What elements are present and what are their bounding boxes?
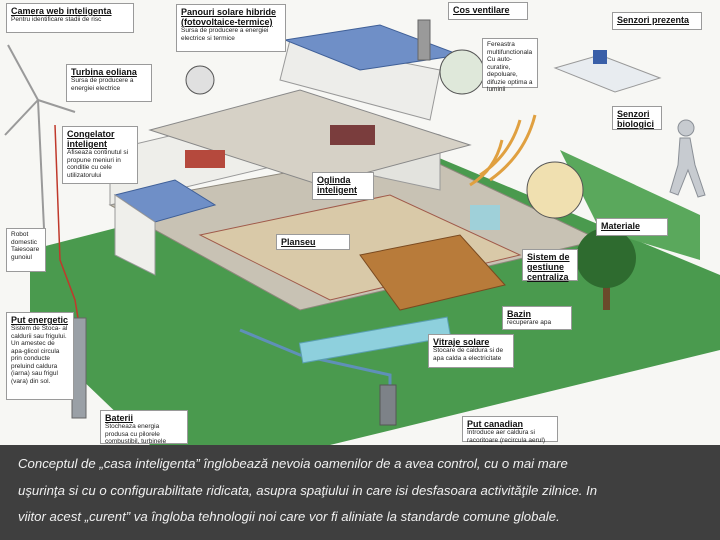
label-camera-desc: Pentru identificare stadii de risc	[11, 16, 129, 24]
callout-camera	[186, 66, 214, 94]
caption-line-3: viitor acest „curent” va îngloba tehnolo…	[18, 504, 702, 531]
illustration-area: Camera web inteligenta Pentru identifica…	[0, 0, 720, 445]
bed	[330, 125, 375, 145]
label-panouri-desc: Sursa de producere a energiei electrice …	[181, 27, 281, 42]
label-sistem-title: Sistem de gestiune centraliza	[527, 252, 573, 282]
label-cos-title: Cos ventilare	[453, 5, 523, 15]
label-robot: Robot domestic Taiesoare gunoiul	[6, 228, 46, 272]
label-baterii-desc: Stocheaza energia produsa cu pilorele co…	[105, 423, 183, 445]
label-congelator-title: Congelator inteligent	[67, 129, 133, 149]
h-sign	[593, 50, 607, 64]
person-figure	[670, 120, 705, 197]
caption-line-1: Conceptul de „casa inteligenta” înglobea…	[18, 451, 702, 478]
label-materiale-title: Materiale	[601, 221, 663, 231]
label-put-canadian: Put canadian Introduce aer caldura si ra…	[462, 416, 558, 442]
label-senzori-prezenta: Senzori prezenta	[612, 12, 702, 30]
label-put-canadian-title: Put canadian	[467, 419, 553, 429]
energy-well	[72, 318, 86, 418]
label-panouri: Panouri solare hibride (fotovoltaice-ter…	[176, 4, 286, 52]
label-camera-title: Camera web inteligenta	[11, 6, 129, 16]
label-turbina-title: Turbina eoliana	[71, 67, 147, 77]
label-sistem: Sistem de gestiune centraliza	[522, 249, 578, 281]
label-planseu-title: Planseu	[281, 237, 345, 247]
label-fereastra-desc: Fereastra multifunctionala Cu auto-curat…	[487, 41, 533, 94]
label-bazin: Bazin recuperare apa	[502, 306, 572, 330]
label-camera: Camera web inteligenta Pentru identifica…	[6, 3, 134, 33]
label-bazin-title: Bazin	[507, 309, 567, 319]
canadian-well	[380, 385, 396, 425]
label-congelator: Congelator inteligent Afiseaza continutu…	[62, 126, 138, 184]
caption-panel: Conceptul de „casa inteligenta” înglobea…	[0, 445, 720, 540]
callout-materials	[527, 162, 583, 218]
chimney	[418, 20, 430, 60]
label-materiale: Materiale	[596, 218, 668, 236]
neighbor-building	[555, 55, 660, 92]
label-put-canadian-desc: Introduce aer caldura si racoritoare (re…	[467, 429, 553, 444]
label-cos: Cos ventilare	[448, 2, 528, 20]
label-senzori-prezenta-title: Senzori prezenta	[617, 15, 697, 25]
label-baterii: Baterii Stocheaza energia produsa cu pil…	[100, 410, 188, 444]
label-put-energetic-desc: Sistem de Stoca- al caldurii sau frigulu…	[11, 325, 69, 385]
label-planseu: Planseu	[276, 234, 350, 250]
label-senzori-biologici: Senzori biologici	[612, 106, 662, 130]
label-panouri-title: Panouri solare hibride (fotovoltaice-ter…	[181, 7, 281, 27]
label-vitraje-title: Vitraje solare	[433, 337, 509, 347]
label-turbina: Turbina eoliana Sursa de producere a ene…	[66, 64, 152, 102]
label-senzori-biologici-title: Senzori biologici	[617, 109, 657, 129]
label-vitraje: Vitraje solare Stocare de caldura si de …	[428, 334, 514, 368]
label-baterii-title: Baterii	[105, 413, 183, 423]
kitchen-unit	[185, 150, 225, 168]
label-turbina-desc: Sursa de producere a energiei electrice	[71, 77, 147, 92]
label-bazin-desc: recuperare apa	[507, 319, 567, 327]
label-vitraje-desc: Stocare de caldura si de apa calda a ele…	[433, 347, 509, 362]
label-put-energetic-title: Put energetic	[11, 315, 69, 325]
label-put-energetic: Put energetic Sistem de Stoca- al caldur…	[6, 312, 74, 400]
label-oglinda: Oglinda inteligent	[312, 172, 374, 200]
label-fereastra: Fereastra multifunctionala Cu auto-curat…	[482, 38, 538, 88]
bath-unit	[470, 205, 500, 230]
callout-window	[440, 50, 484, 94]
label-congelator-desc: Afiseaza continutul si propune meniuri i…	[67, 149, 133, 179]
label-oglinda-title: Oglinda inteligent	[317, 175, 369, 195]
caption-line-2: uşurinţa si cu o configurabilitate ridic…	[18, 478, 702, 505]
label-robot-desc: Robot domestic Taiesoare gunoiul	[11, 231, 41, 261]
signal-waves	[470, 115, 535, 185]
